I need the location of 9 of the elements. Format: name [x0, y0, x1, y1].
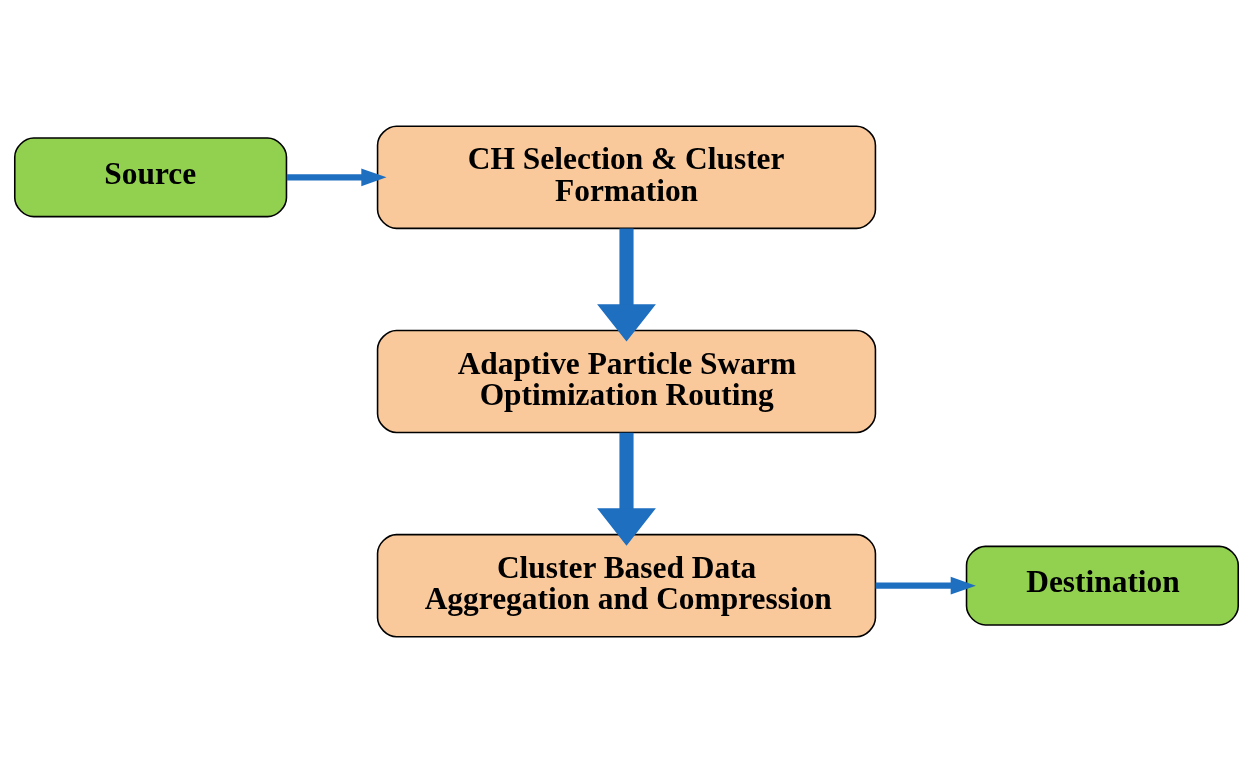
node-box: Source — [13, 137, 288, 218]
arrow — [597, 432, 656, 546]
arrow — [875, 576, 976, 595]
arrow — [286, 168, 387, 187]
arrow — [597, 228, 656, 342]
node-box: Cluster Based Data Aggregation and Compression — [376, 533, 877, 638]
node-box: Destination — [965, 545, 1240, 626]
node-box: Adaptive Particle Swarm Optimization Routing — [376, 329, 877, 434]
node-box: CH Selection & Cluster Formation — [376, 125, 877, 230]
